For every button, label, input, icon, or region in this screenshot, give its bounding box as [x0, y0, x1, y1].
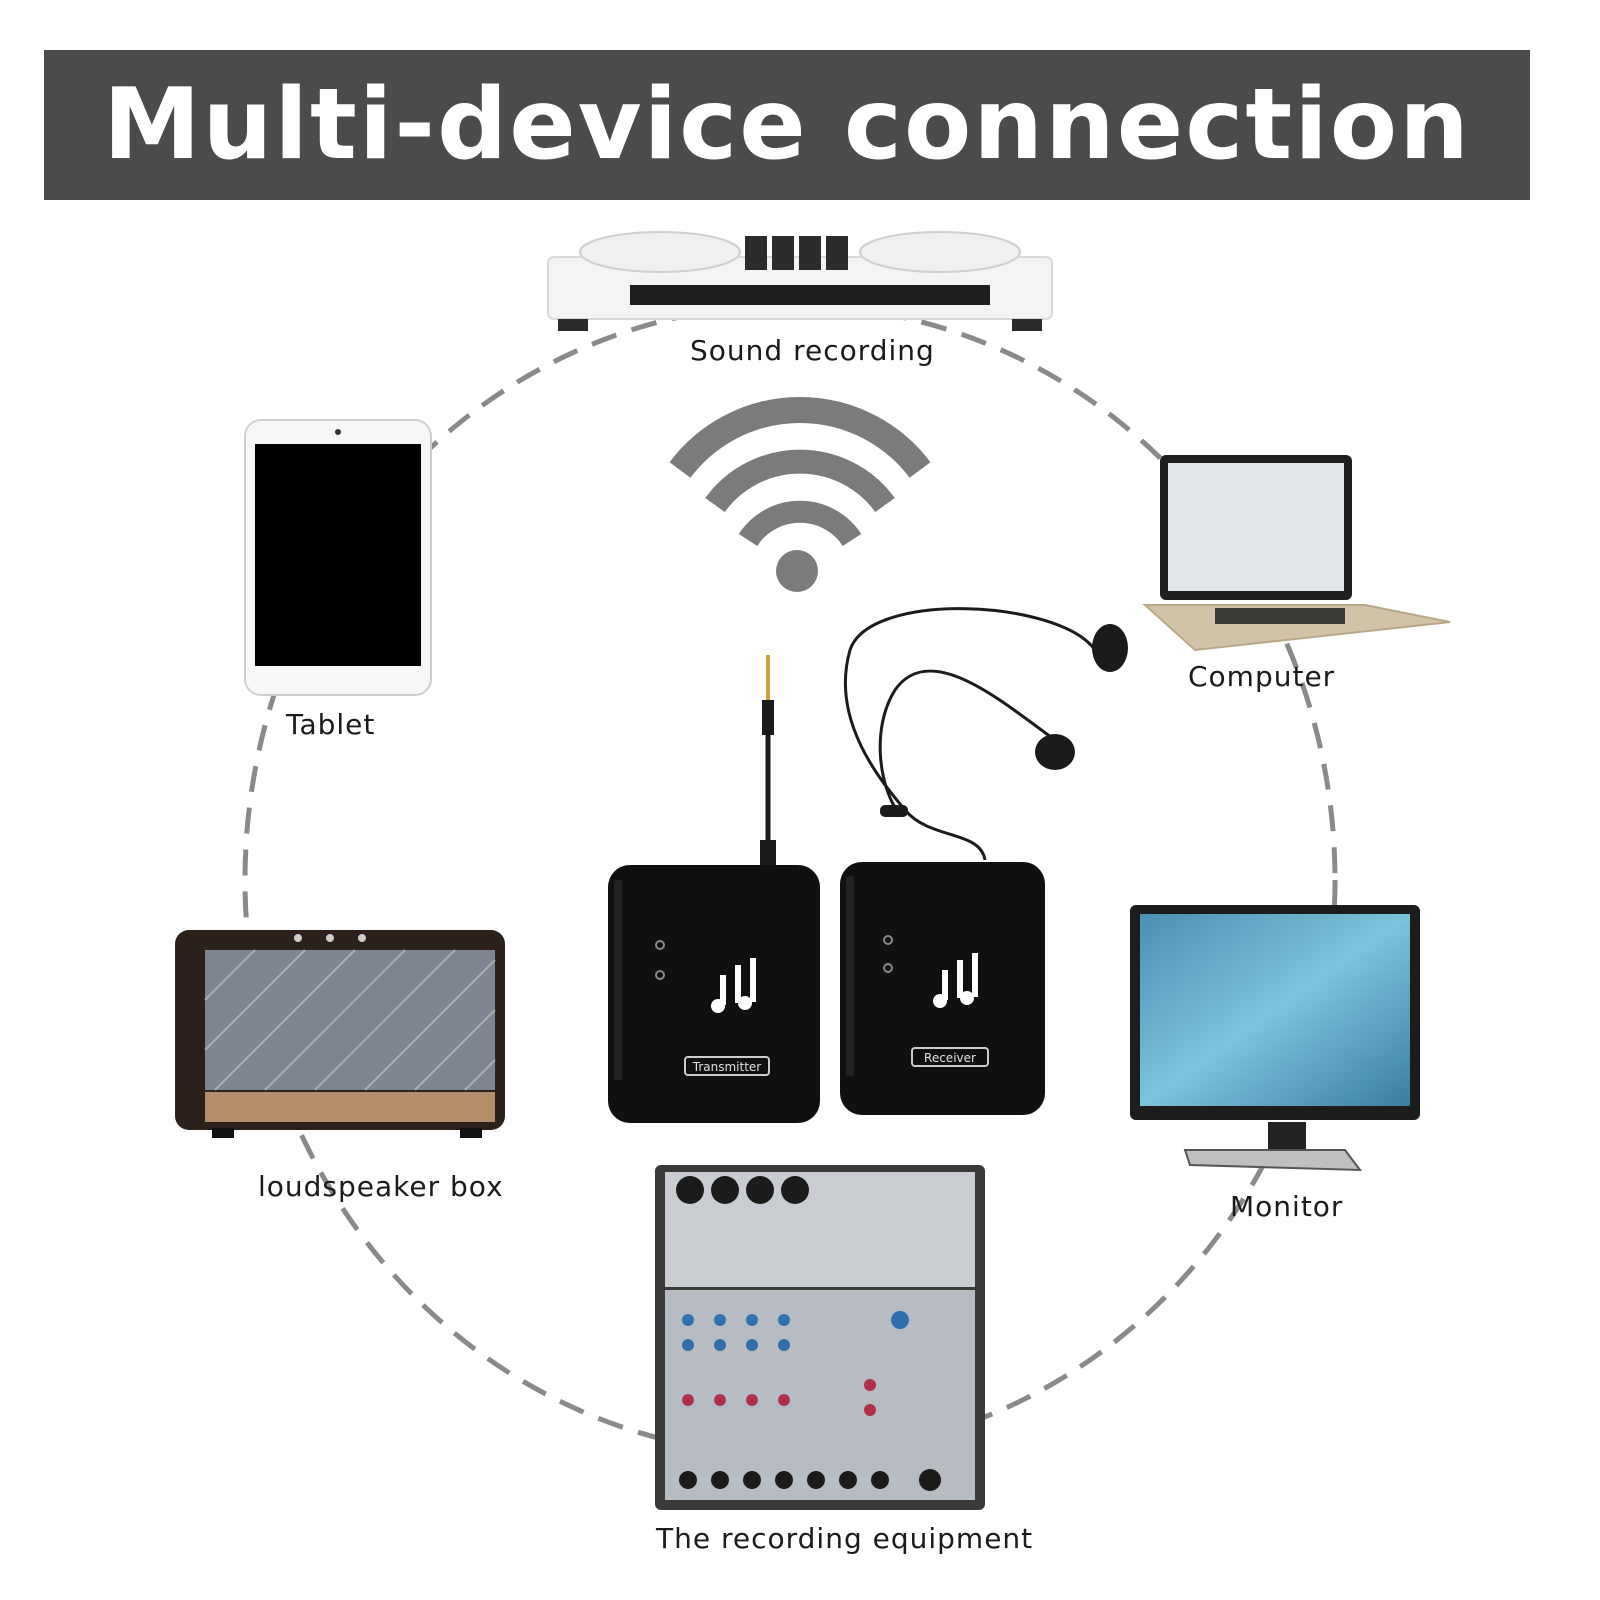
label-computer: Computer [1188, 660, 1336, 693]
transmitter-label: Transmitter [692, 1060, 762, 1074]
recording-equipment-device [655, 1165, 985, 1510]
transmitter-cable [760, 655, 776, 880]
music-note-icon [711, 958, 756, 1013]
earphones [843, 607, 1128, 861]
sound-recording-device [547, 231, 1053, 331]
loudspeaker-device [175, 930, 505, 1138]
music-note-icon [933, 953, 978, 1008]
label-recording-equipment: The recording equipment [656, 1522, 1034, 1555]
title-banner: Multi-device connection [44, 50, 1530, 200]
label-loudspeaker-box: loudspeaker box [258, 1170, 504, 1203]
label-sound-recording: Sound recording [690, 334, 935, 367]
label-tablet: Tablet [286, 708, 376, 741]
transmitter-device: Transmitter [608, 865, 820, 1123]
wifi-icon [669, 397, 931, 592]
computer-device [1142, 455, 1451, 652]
connection-ring [242, 302, 1338, 1458]
receiver-device: Receiver [840, 862, 1045, 1115]
label-monitor: Monitor [1230, 1190, 1344, 1223]
monitor-device [1130, 905, 1420, 1172]
banner-title: Multi-device connection [103, 68, 1471, 182]
receiver-label: Receiver [924, 1051, 976, 1065]
tablet-device [244, 419, 432, 696]
